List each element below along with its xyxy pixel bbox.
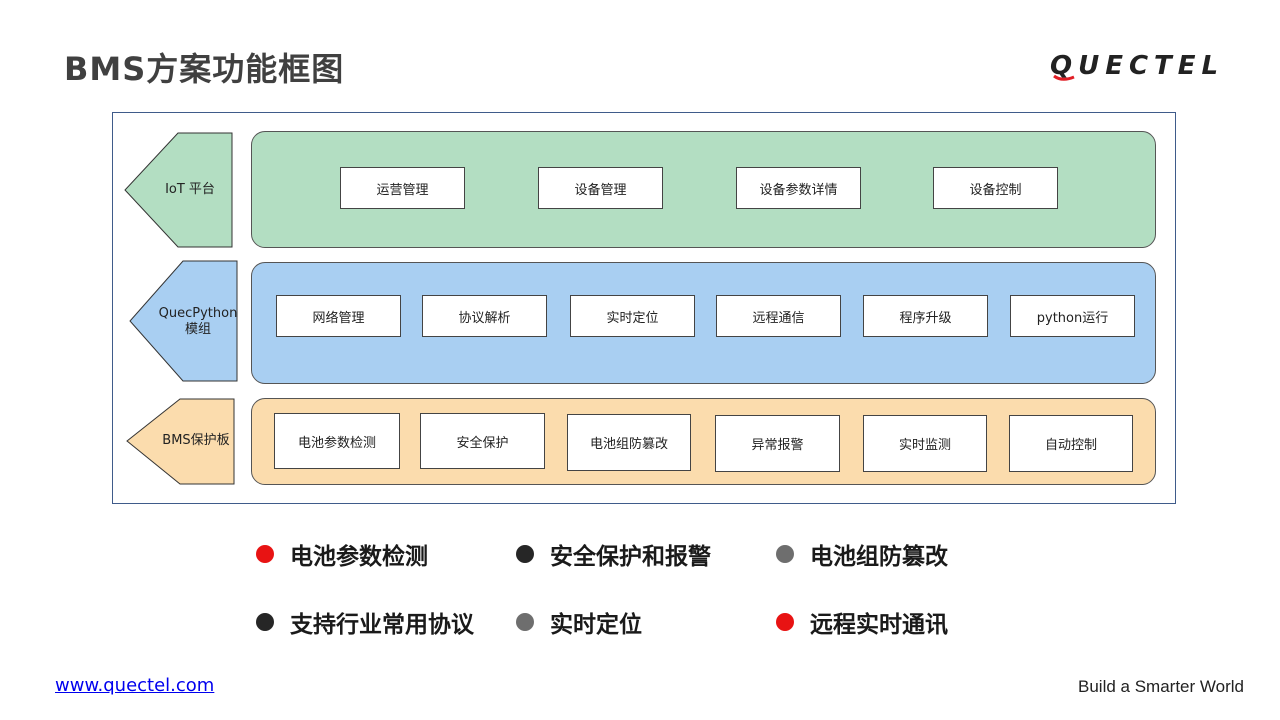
network-management-box: 网络管理 bbox=[276, 295, 401, 337]
feature-industry-protocols: 支持行业常用协议 bbox=[256, 607, 474, 638]
feature-battery-parameter-detection: 电池参数检测 bbox=[256, 539, 428, 570]
bullet-dot-icon bbox=[256, 613, 274, 631]
iot-platform-label: IoT 平台 bbox=[165, 182, 215, 197]
iot-platform-arrow bbox=[124, 132, 233, 248]
quecpython-module-arrow bbox=[129, 260, 238, 382]
bms-board-band bbox=[251, 398, 1156, 485]
remote-communication-box: 远程通信 bbox=[716, 295, 841, 337]
quecpython-label-line1: QuecPython bbox=[158, 306, 238, 321]
device-parameters-box: 设备参数详情 bbox=[736, 167, 861, 209]
bms-board-arrow bbox=[126, 398, 235, 485]
feature-label: 实时定位 bbox=[550, 612, 642, 638]
feature-label: 远程实时通讯 bbox=[810, 612, 948, 638]
feature-safety-and-alarm: 安全保护和报警 bbox=[516, 539, 711, 570]
python-runtime-box: python运行 bbox=[1010, 295, 1135, 337]
feature-tamper-proof: 电池组防篡改 bbox=[776, 539, 948, 570]
diagram-frame bbox=[112, 112, 1176, 504]
realtime-positioning-box: 实时定位 bbox=[570, 295, 695, 337]
quectel-logo: QUECTEL bbox=[1048, 50, 1242, 82]
protocol-parsing-box: 协议解析 bbox=[422, 295, 547, 337]
realtime-monitoring-box: 实时监测 bbox=[863, 415, 987, 472]
feature-remote-realtime-communication: 远程实时通讯 bbox=[776, 607, 948, 638]
page-title: BMS方案功能框图 bbox=[64, 50, 345, 88]
bullet-dot-icon bbox=[516, 545, 534, 563]
bullet-dot-icon bbox=[776, 545, 794, 563]
operations-management-box: 运营管理 bbox=[340, 167, 465, 209]
quecpython-module-band bbox=[251, 262, 1156, 384]
battery-parameter-detection-box: 电池参数检测 bbox=[274, 413, 400, 469]
automatic-control-box: 自动控制 bbox=[1009, 415, 1133, 472]
feature-label: 电池参数检测 bbox=[290, 544, 428, 570]
safety-protection-box: 安全保护 bbox=[420, 413, 545, 469]
bullet-dot-icon bbox=[256, 545, 274, 563]
bullet-dot-icon bbox=[776, 613, 794, 631]
bullet-dot-icon bbox=[516, 613, 534, 631]
svg-text:QUECTEL: QUECTEL bbox=[1050, 51, 1224, 81]
abnormal-alarm-box: 异常报警 bbox=[715, 415, 840, 472]
feature-realtime-positioning: 实时定位 bbox=[516, 607, 642, 638]
feature-label: 支持行业常用协议 bbox=[290, 612, 474, 638]
firmware-upgrade-box: 程序升级 bbox=[863, 295, 988, 337]
feature-label: 安全保护和报警 bbox=[550, 544, 711, 570]
bms-board-label: BMS保护板 bbox=[162, 433, 230, 448]
tagline: Build a Smarter World bbox=[1078, 677, 1244, 696]
quecpython-module-label: QuecPython 模组 bbox=[150, 306, 246, 338]
feature-label: 电池组防篡改 bbox=[810, 544, 948, 570]
device-control-box: 设备控制 bbox=[933, 167, 1058, 209]
quecpython-label-line2: 模组 bbox=[184, 322, 211, 337]
device-management-box: 设备管理 bbox=[538, 167, 663, 209]
battery-tamper-proof-box: 电池组防篡改 bbox=[567, 414, 691, 471]
website-link[interactable]: www.quectel.com bbox=[55, 675, 215, 696]
